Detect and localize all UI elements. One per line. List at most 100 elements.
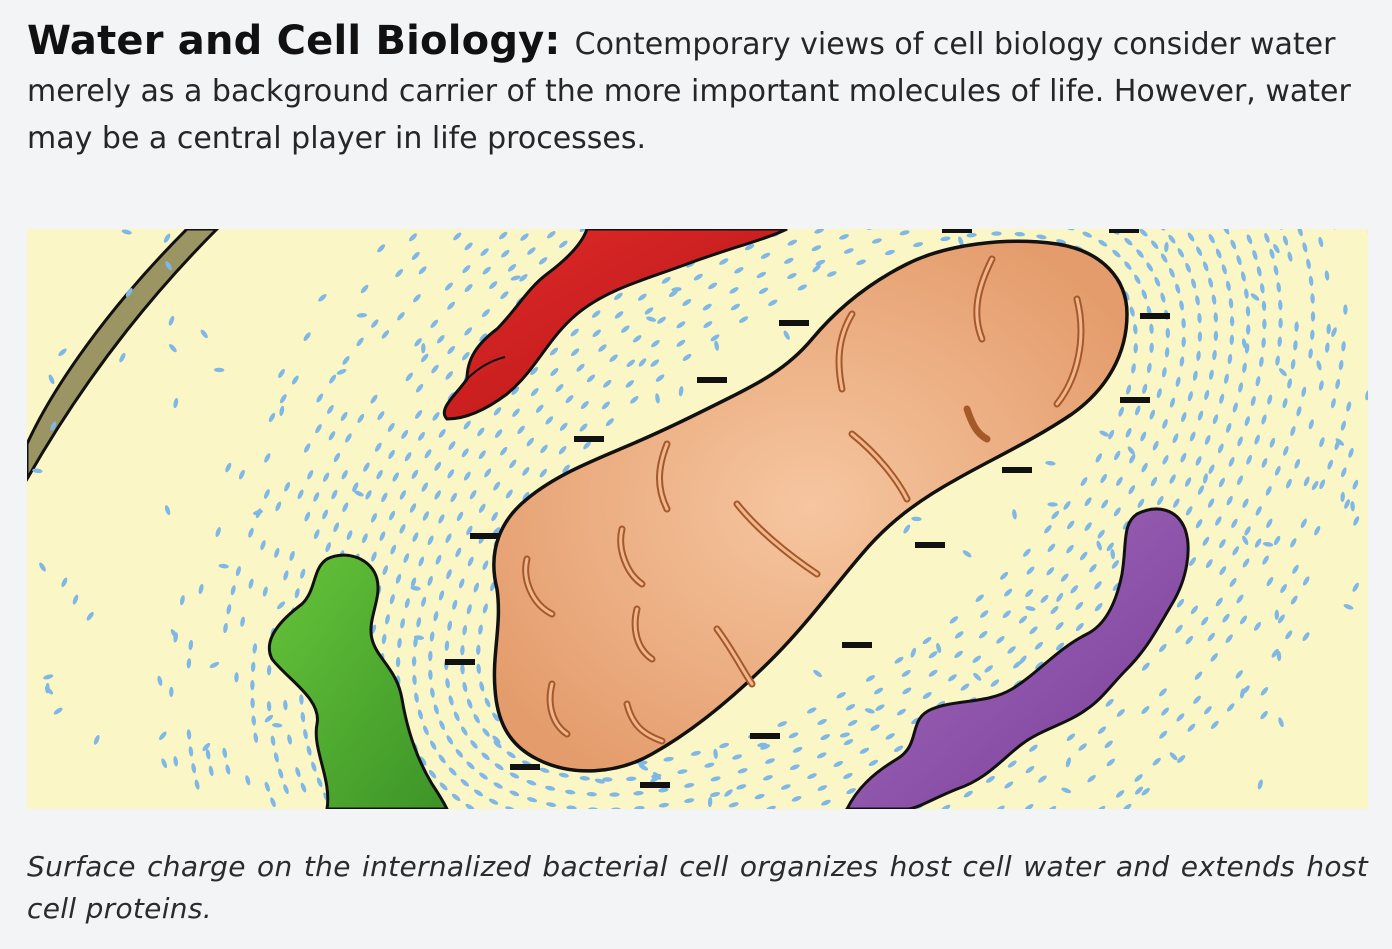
water-molecule: [168, 315, 175, 326]
water-molecule: [387, 422, 395, 432]
water-molecule: [451, 793, 461, 802]
water-molecule: [960, 683, 970, 691]
water-molecule: [509, 772, 520, 779]
water-molecule: [792, 746, 803, 753]
water-molecule: [303, 332, 311, 341]
water-molecule: [1245, 324, 1251, 335]
water-molecule: [1078, 743, 1087, 751]
water-molecule: [1096, 540, 1102, 551]
water-molecule: [1210, 653, 1218, 662]
water-molecule: [306, 745, 312, 756]
water-molecule: [388, 449, 395, 459]
water-molecule: [1160, 292, 1166, 303]
water-molecule: [1169, 474, 1176, 484]
water-molecule: [1116, 476, 1123, 486]
bacterial-cell: [492, 239, 1129, 773]
water-molecule: [300, 782, 307, 793]
water-molecule: [438, 514, 445, 524]
water-molecule: [1164, 347, 1170, 358]
water-molecule: [1227, 353, 1233, 365]
water-molecule: [421, 343, 426, 354]
water-molecule: [1137, 498, 1145, 508]
water-molecule: [1002, 610, 1011, 619]
water-molecule: [540, 444, 548, 454]
water-molecule: [424, 449, 432, 459]
water-molecule: [395, 656, 401, 668]
water-molecule: [1215, 248, 1222, 259]
water-molecule: [1142, 383, 1148, 394]
water-molecule: [1111, 560, 1120, 569]
negative-charge: [697, 377, 727, 383]
water-molecule: [1335, 378, 1341, 390]
water-molecule: [268, 412, 276, 423]
water-molecule: [209, 661, 220, 669]
water-molecule: [164, 505, 171, 516]
water-molecule: [1029, 626, 1038, 635]
water-molecule: [975, 594, 984, 603]
water-molecule: [1051, 510, 1060, 520]
water-molecule: [646, 316, 657, 322]
water-molecule: [758, 287, 769, 294]
water-molecule: [1139, 229, 1148, 237]
water-molecule: [462, 624, 468, 636]
water-molecule: [789, 764, 800, 771]
water-molecule: [188, 639, 194, 651]
water-molecule: [1165, 327, 1171, 339]
water-molecule: [1260, 283, 1265, 294]
water-molecule: [1164, 241, 1169, 253]
water-molecule: [1219, 393, 1225, 404]
water-molecule: [1101, 499, 1109, 509]
water-molecule: [1154, 276, 1161, 287]
water-molecule: [1213, 330, 1219, 342]
water-molecule: [1311, 480, 1319, 491]
water-molecule: [1308, 419, 1314, 430]
water-molecule: [625, 380, 634, 388]
water-molecule: [668, 290, 678, 297]
water-molecule: [707, 796, 713, 808]
water-molecule: [1179, 300, 1184, 311]
water-molecule: [1326, 323, 1331, 335]
water-molecule: [248, 527, 254, 538]
water-molecule: [941, 804, 951, 809]
water-molecule: [865, 675, 875, 682]
water-molecule: [1204, 389, 1210, 400]
water-molecule: [188, 746, 194, 757]
water-molecule: [1341, 341, 1346, 352]
water-molecule: [1239, 229, 1246, 230]
water-molecule: [245, 775, 251, 786]
water-molecule: [159, 731, 167, 741]
water-molecule: [357, 413, 365, 423]
water-molecule: [1175, 283, 1181, 294]
water-molecule: [634, 805, 645, 809]
water-molecule: [1276, 650, 1282, 662]
water-molecule: [610, 807, 621, 809]
water-molecule: [874, 687, 884, 695]
water-molecule: [1157, 229, 1166, 231]
water-molecule: [470, 740, 478, 749]
water-molecule: [491, 512, 498, 522]
water-molecule: [479, 772, 488, 780]
water-molecule: [1273, 265, 1279, 276]
water-molecule: [1193, 695, 1201, 704]
water-molecule: [928, 651, 938, 659]
water-molecule: [1316, 360, 1322, 371]
water-molecule: [1106, 758, 1115, 767]
water-molecule: [509, 459, 517, 469]
water-molecule: [1159, 730, 1168, 739]
water-molecule: [462, 265, 471, 274]
water-molecule: [463, 420, 471, 430]
water-molecule: [1066, 544, 1074, 554]
water-molecule: [1150, 476, 1158, 487]
water-molecule: [400, 618, 405, 629]
water-molecule: [609, 792, 620, 797]
water-molecule: [1014, 231, 1025, 237]
water-molecule: [1168, 234, 1176, 244]
water-molecule: [1306, 258, 1311, 270]
water-molecule: [169, 686, 174, 698]
water-molecule: [922, 637, 932, 645]
water-molecule: [1223, 229, 1230, 235]
water-molecule: [1278, 317, 1283, 329]
water-molecule: [307, 469, 314, 480]
water-molecule: [1330, 229, 1336, 230]
water-molecule: [315, 424, 322, 434]
